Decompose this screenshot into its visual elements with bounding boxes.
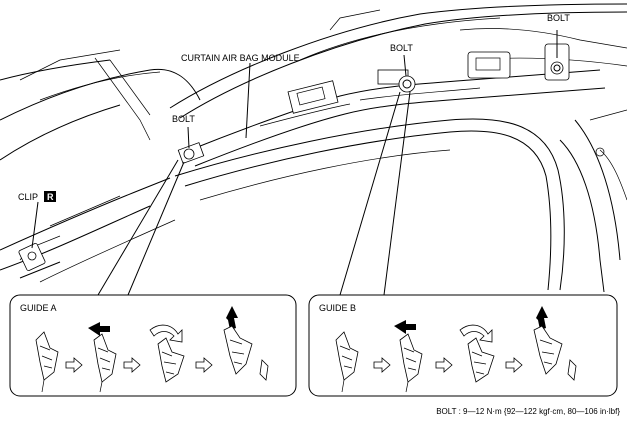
bolt-left-part	[177, 126, 205, 164]
arrow-right-icon	[435, 357, 453, 373]
guide-b-label: GUIDE B	[319, 303, 356, 313]
curtain-label-leader	[245, 62, 251, 139]
arrow-right-icon	[65, 357, 83, 373]
guide-b-step-1	[335, 331, 359, 393]
curtain-module-label: CURTAIN AIR BAG MODULE	[181, 53, 300, 63]
guide-a-label: GUIDE A	[20, 303, 57, 313]
arrow-right-icon	[123, 357, 141, 373]
bolt-left-label: BOLT	[172, 114, 195, 124]
guide-a-panel: GUIDE A	[9, 294, 297, 397]
guide-b-step-2	[394, 320, 423, 393]
guide-a-step-4	[223, 306, 269, 381]
arrow-right-icon	[195, 357, 213, 373]
arrow-right-icon	[505, 357, 523, 373]
clip-badge-text: R	[47, 192, 54, 202]
clip-part	[18, 201, 46, 271]
bolt-right-part	[544, 30, 570, 81]
guide-b-step-3	[459, 324, 495, 383]
vehicle-body-structure	[0, 3, 627, 293]
clip-label: CLIP	[18, 192, 38, 202]
guide-b-panel: GUIDE B	[308, 294, 618, 397]
guide-b-step-4	[533, 306, 577, 381]
bolt-center-part	[398, 54, 416, 93]
curtain-air-bag-module	[189, 51, 606, 167]
guide-a-callout-lines	[97, 159, 185, 296]
clip-badge: R	[44, 191, 56, 202]
guide-a-step-3	[149, 324, 185, 383]
arrow-right-icon	[373, 357, 391, 373]
guide-a-step-1	[35, 331, 59, 393]
guide-b-callout-lines	[339, 91, 411, 296]
guide-a-step-2	[88, 322, 117, 393]
bolt-right-label: BOLT	[547, 13, 570, 23]
bolt-center-label: BOLT	[390, 43, 413, 53]
torque-spec-text: BOLT : 9—12 N·m {92—122 kgf·cm, 80—106 i…	[436, 407, 620, 416]
